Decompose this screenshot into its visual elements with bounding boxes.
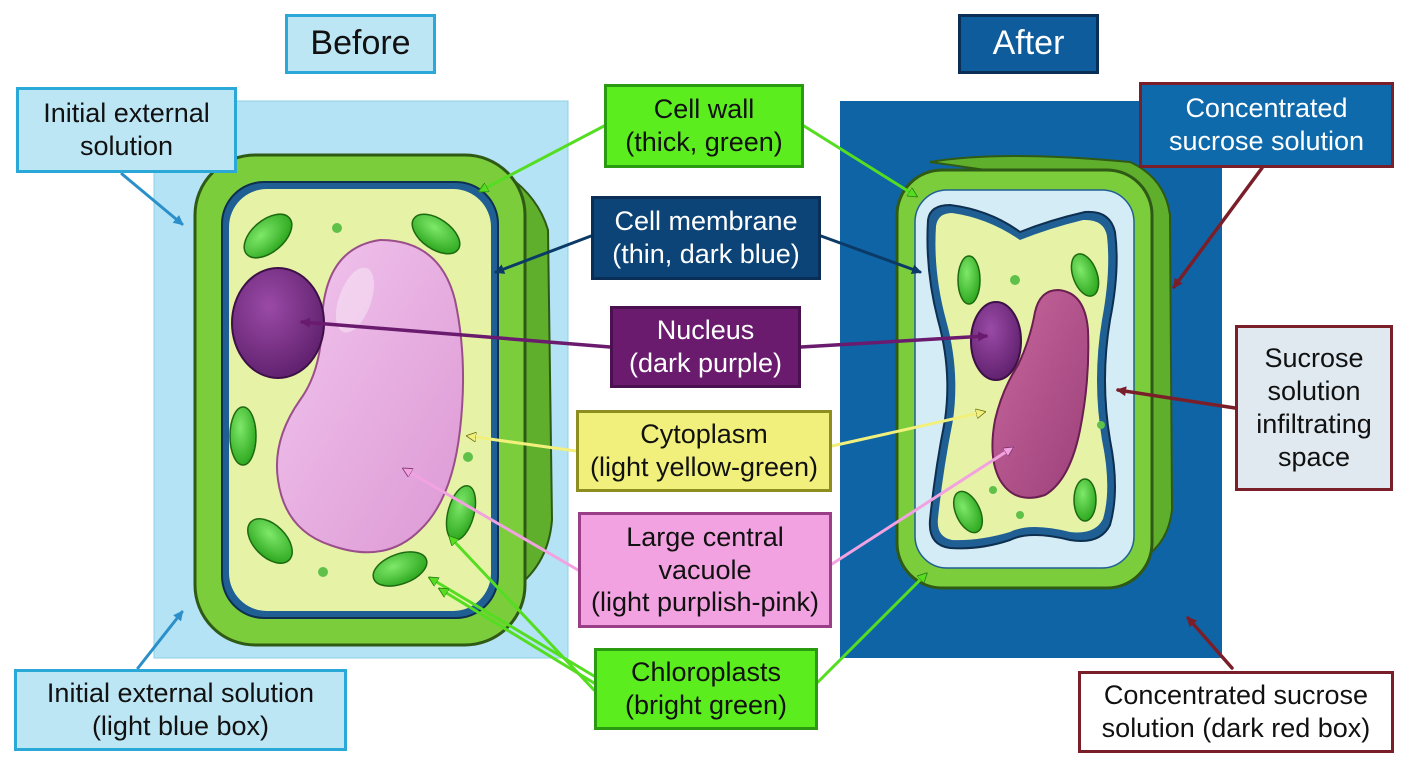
arrow-cell-wall-after [802, 124, 916, 196]
arrow-initial-solution-bottom [136, 610, 184, 670]
before-granule [463, 452, 473, 462]
before-chloroplast [229, 406, 257, 466]
arrow-cytoplasm-before [468, 436, 578, 453]
label-cell-wall: Cell wall (thick, green) [604, 84, 804, 168]
arrow-cell-wall-before [480, 124, 606, 193]
arrow-chloroplasts-2 [440, 589, 596, 685]
label-chloroplasts: Chloroplasts (bright green) [594, 648, 818, 730]
arrow-vacuole-after [830, 448, 1012, 566]
after-chloroplast [952, 490, 984, 534]
label-cytoplasm: Cytoplasm (light yellow-green) [576, 410, 832, 492]
after-granule [1016, 511, 1024, 519]
label-nucleus: Nucleus (dark purple) [610, 306, 801, 388]
after-chloroplast [1073, 478, 1097, 522]
after-granule [1097, 421, 1105, 429]
arrow-concentrated-solution-bottom [1186, 616, 1234, 670]
arrow-chloroplasts-3 [450, 537, 596, 692]
before-chloroplast [372, 551, 428, 587]
arrow-initial-solution-top [120, 172, 184, 226]
arrow-nucleus-before [300, 317, 612, 349]
label-initial-external-solution-box: Initial external solution (light blue bo… [14, 669, 347, 751]
label-concentrated-sucrose-solution: Concentrated sucrose solution [1139, 82, 1394, 168]
before-chloroplast [243, 213, 293, 259]
arrows [120, 124, 1264, 692]
label-vacuole: Large central vacuole (light purplish-pi… [578, 512, 832, 628]
arrow-sucrose-infiltrating [1116, 386, 1237, 410]
arrow-cell-membrane-after [819, 234, 922, 274]
after-nucleus [970, 301, 1022, 381]
after-vacuole [991, 288, 1090, 499]
arrow-vacuole-before [404, 467, 580, 572]
after-heading: After [958, 14, 1099, 74]
before-vacuole-highlight [335, 267, 375, 333]
before-heading: Before [285, 14, 436, 74]
before-cell [193, 153, 554, 647]
label-initial-external-solution: Initial external solution [16, 87, 237, 173]
after-chloroplast [1070, 253, 1100, 297]
arrow-cytoplasm-after [830, 412, 984, 448]
after-granule [1010, 275, 1020, 285]
before-chloroplast [411, 213, 461, 255]
arrow-chloroplasts-after [816, 574, 926, 684]
after-chloroplast [957, 255, 981, 305]
label-cell-membrane: Cell membrane (thin, dark blue) [591, 196, 821, 280]
after-cell [895, 155, 1174, 590]
label-sucrose-infiltrating-space: Sucrose solution infiltrating space [1235, 325, 1393, 491]
label-concentrated-sucrose-box: Concentrated sucrose solution (dark red … [1078, 671, 1394, 753]
before-granule [318, 567, 328, 577]
arrow-concentrated-solution-top [1172, 166, 1264, 289]
before-chloroplast [247, 518, 293, 564]
after-granule [989, 486, 997, 494]
arrow-nucleus-after [799, 331, 988, 349]
arrow-cell-membrane-before [494, 234, 593, 274]
before-granule [332, 223, 342, 233]
